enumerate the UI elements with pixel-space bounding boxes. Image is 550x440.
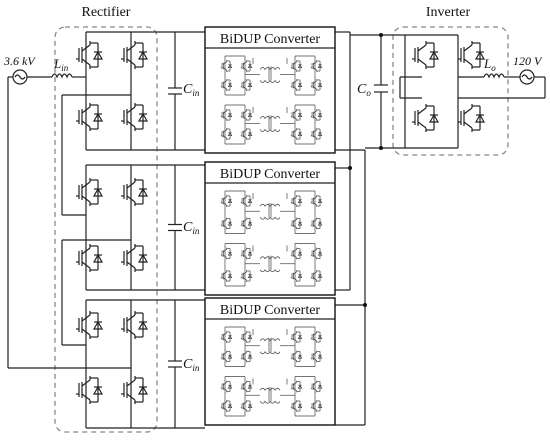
converter-mini-switch (310, 128, 323, 140)
converter-mini-switch (290, 195, 303, 207)
converter-mini-switch (290, 79, 303, 91)
bidup-converter-title: BiDUP Converter (220, 167, 321, 182)
inverter-igbt-switch (412, 41, 440, 69)
converter-mini-switch (220, 60, 233, 72)
converter-mini-switch (220, 128, 233, 140)
converter-mini-switch (310, 109, 323, 121)
converter-mini-switch (220, 350, 233, 363)
bidup-converter-block: BiDUP Converter (204, 26, 336, 154)
converter-mini-switch (310, 331, 323, 343)
inverter-group-box (392, 26, 509, 156)
input-inductor (51, 73, 73, 79)
converter-mini-switch (240, 109, 253, 121)
converter-mini-switch (220, 270, 233, 282)
inverter-igbt-switch (458, 41, 486, 69)
converter-mini-switch (310, 195, 323, 207)
converter-mini-switch (240, 270, 253, 282)
rectifier-igbt-switch (76, 41, 104, 69)
rectifier-igbt-switch (121, 178, 149, 206)
converter-mini-switch (290, 247, 303, 260)
input-inductor-label: Lin (53, 56, 69, 73)
rectifier-group-box (54, 26, 158, 433)
converter-mini-switch (290, 350, 303, 363)
converter-mini-switch (240, 380, 253, 393)
output-ac-source (519, 69, 535, 85)
converter-mini-switch (220, 109, 233, 121)
input-capacitor-label: Cin (183, 220, 200, 236)
rectifier-igbt-switch (121, 41, 149, 69)
converter-mini-switch (240, 331, 253, 343)
inverter-igbt-switch (458, 104, 486, 132)
converter-mini-switch (220, 380, 233, 393)
converter-mini-switch (290, 270, 303, 282)
output-voltage-label: 120 V (513, 54, 543, 68)
output-capacitor (374, 35, 388, 148)
converter-mini-switch (290, 400, 303, 412)
input-capacitor-label: Cin (183, 357, 200, 373)
converter-mini-switch (220, 247, 233, 260)
bidup-converter-block: BiDUP Converter (204, 297, 336, 426)
converter-mini-switch (240, 217, 253, 230)
converter-mini-switch (310, 60, 323, 72)
input-capacitor (168, 32, 182, 150)
converter-mini-switch (240, 128, 253, 140)
converter-mini-switch (310, 79, 323, 91)
converter-mini-switch (240, 350, 253, 363)
converter-mini-switch (310, 270, 323, 282)
input-capacitor (168, 165, 182, 290)
converter-mini-switch (220, 400, 233, 412)
converter-mini-switch (310, 350, 323, 363)
input-voltage-label: 3.6 kV (3, 54, 36, 68)
rectifier-igbt-switch (121, 103, 149, 131)
bidup-converter-block: BiDUP Converter (204, 161, 336, 296)
converter-mini-switch (310, 400, 323, 412)
output-inductor (483, 73, 505, 79)
rectifier-igbt-switch (121, 311, 149, 339)
converter-mini-switch (220, 331, 233, 343)
rectifier-switches (76, 41, 149, 404)
rectifier-igbt-switch (76, 376, 104, 404)
rectifier-igbt-switch (121, 376, 149, 404)
converter-mini-switch (310, 247, 323, 260)
bidup-converter-title: BiDUP Converter (220, 303, 321, 318)
converter-mini-switch (220, 217, 233, 230)
converter-mini-switch (220, 195, 233, 207)
converter-mini-switch (310, 217, 323, 230)
inverter-switches (412, 41, 486, 132)
converter-mini-switch (240, 60, 253, 72)
input-ac-source (12, 69, 28, 85)
converter-mini-switch (290, 109, 303, 121)
converter-mini-switch (240, 79, 253, 91)
converter-mini-switch (310, 380, 323, 393)
wiring (7, 31, 546, 429)
converter-mini-switch (290, 331, 303, 343)
converter-mini-switch (240, 195, 253, 207)
converter-mini-switch (240, 247, 253, 260)
rectifier-igbt-switch (76, 103, 104, 131)
input-capacitor-label: Cin (183, 82, 200, 98)
converter-mini-switch (290, 60, 303, 72)
rectifier-igbt-switch (76, 178, 104, 206)
inverter-label: Inverter (426, 5, 471, 20)
converter-mini-switch (290, 128, 303, 140)
rectifier-igbt-switch (76, 311, 104, 339)
output-inductor-label: Lo (483, 56, 496, 73)
input-capacitor (168, 300, 182, 428)
converter-mini-switch (220, 79, 233, 91)
rectifier-label: Rectifier (82, 5, 131, 20)
output-capacitor-label: Co (357, 82, 371, 98)
inverter-igbt-switch (412, 104, 440, 132)
converter-mini-switch (290, 380, 303, 393)
converter-mini-switch (240, 400, 253, 412)
rectifier-igbt-switch (121, 244, 149, 272)
rectifier-igbt-switch (76, 244, 104, 272)
bidup-converter-title: BiDUP Converter (220, 32, 321, 47)
converter-mini-switch (290, 217, 303, 230)
